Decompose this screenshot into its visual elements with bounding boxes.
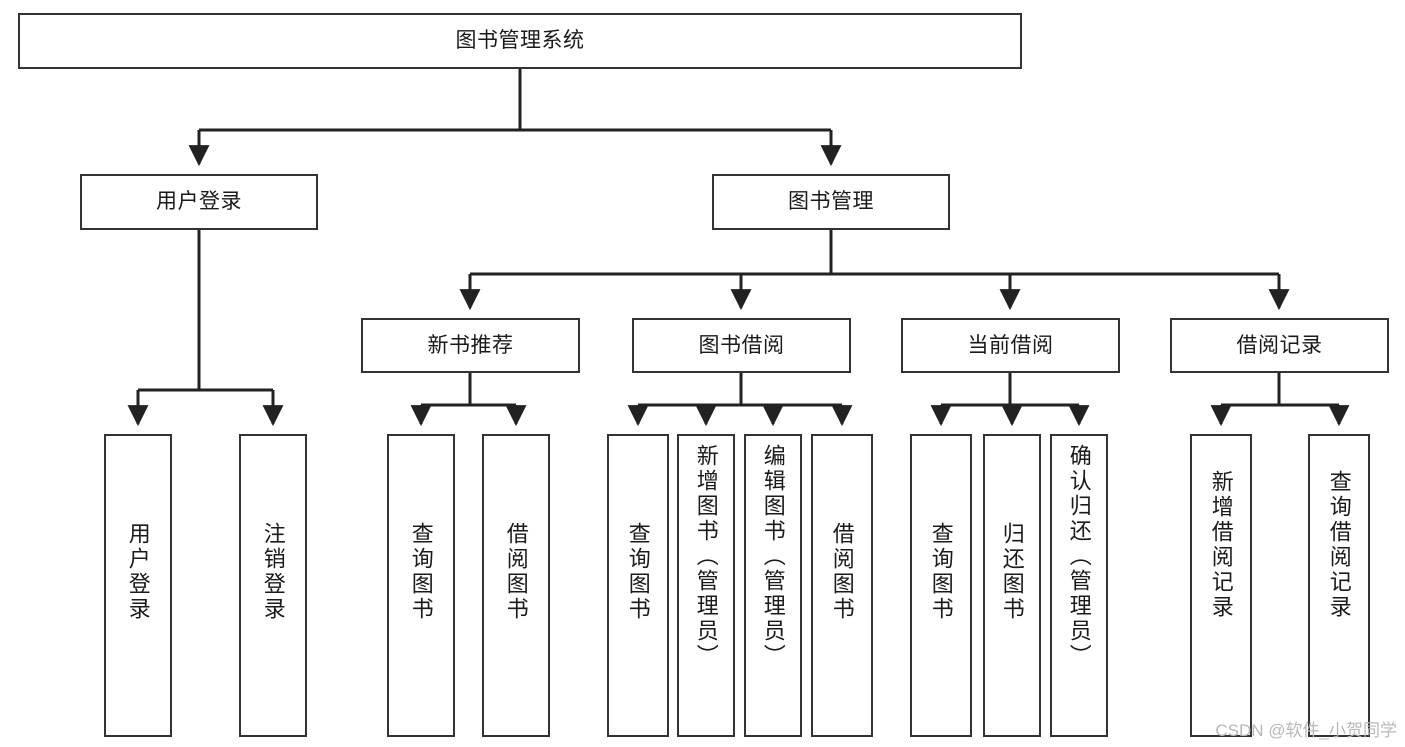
node-leaf-query-book-2[interactable]: 查询图书 [607,434,669,737]
node-leaf-logout-label: 注销登录 [260,522,286,622]
node-leaf-edit-book[interactable]: 编辑图书（管理员） [744,434,802,737]
node-leaf-query-record[interactable]: 查询借阅记录 [1308,434,1370,737]
node-leaf-confirm-return-label: 确认归还（管理员） [1066,444,1092,669]
node-borrow-record[interactable]: 借阅记录 [1170,318,1389,373]
node-leaf-user-login-label: 用户登录 [125,522,151,622]
node-book-manage[interactable]: 图书管理 [712,174,950,230]
node-leaf-query-book-2-label: 查询图书 [625,522,651,622]
node-leaf-query-book-3-label: 查询图书 [928,522,954,622]
node-current-borrow[interactable]: 当前借阅 [901,318,1120,373]
node-leaf-add-record-label: 新增借阅记录 [1208,470,1234,620]
node-leaf-add-book-label: 新增图书（管理员） [693,444,719,669]
node-root[interactable]: 图书管理系统 [18,13,1022,69]
node-book-manage-label: 图书管理 [788,190,874,214]
node-leaf-query-book-1-label: 查询图书 [408,522,434,622]
node-leaf-user-login[interactable]: 用户登录 [104,434,172,737]
node-user-login-label: 用户登录 [156,190,242,214]
node-leaf-logout[interactable]: 注销登录 [239,434,307,737]
node-new-book-rec-label: 新书推荐 [427,333,514,357]
node-leaf-add-record[interactable]: 新增借阅记录 [1190,434,1252,737]
node-leaf-add-book[interactable]: 新增图书（管理员） [677,434,735,737]
node-root-label: 图书管理系统 [455,29,585,53]
node-leaf-borrow-book-1-label: 借阅图书 [503,522,529,622]
node-leaf-return-book-label: 归还图书 [999,522,1025,622]
node-leaf-confirm-return[interactable]: 确认归还（管理员） [1050,434,1108,737]
node-new-book-rec[interactable]: 新书推荐 [361,318,580,373]
csdn-watermark: CSDN @软件_小贺同学 [1215,721,1397,740]
node-leaf-borrow-book-1[interactable]: 借阅图书 [482,434,550,737]
node-leaf-return-book[interactable]: 归还图书 [983,434,1041,737]
node-book-borrow-label: 图书借阅 [698,333,785,357]
node-leaf-query-book-3[interactable]: 查询图书 [910,434,972,737]
node-borrow-record-label: 借阅记录 [1236,333,1323,357]
node-user-login[interactable]: 用户登录 [80,174,318,230]
node-leaf-query-record-label: 查询借阅记录 [1326,470,1352,620]
node-leaf-edit-book-label: 编辑图书（管理员） [760,444,786,669]
node-current-borrow-label: 当前借阅 [967,333,1054,357]
node-book-borrow[interactable]: 图书借阅 [632,318,851,373]
node-leaf-borrow-book-2-label: 借阅图书 [829,522,855,622]
node-leaf-borrow-book-2[interactable]: 借阅图书 [811,434,873,737]
node-leaf-query-book-1[interactable]: 查询图书 [387,434,455,737]
